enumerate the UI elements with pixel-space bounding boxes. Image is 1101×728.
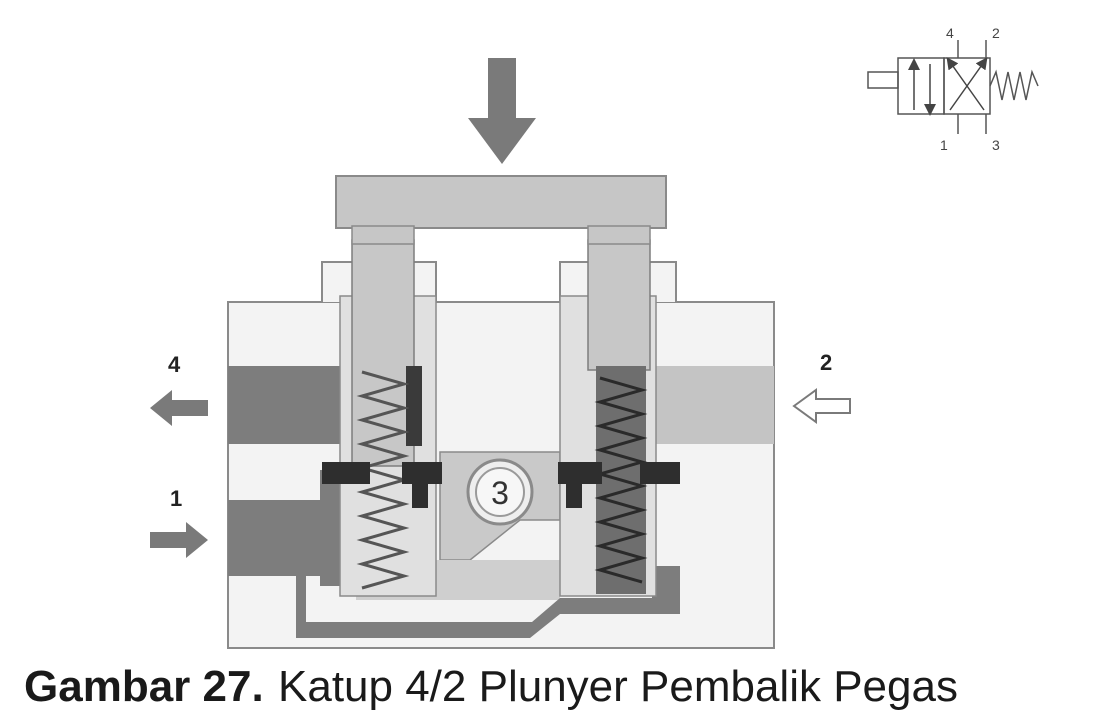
port-3-label: 3 <box>491 475 509 511</box>
figure-number: Gambar 27. <box>24 662 264 711</box>
port-4-arrow <box>150 390 208 426</box>
figure-title: Katup 4/2 Plunyer Pembalik Pegas <box>278 662 958 711</box>
actuator-bar <box>335 175 667 245</box>
port-4-label: 4 <box>168 352 181 377</box>
figure-caption: Gambar 27. Katup 4/2 Plunyer Pembalik Pe… <box>0 662 1101 718</box>
left-plunger <box>322 239 442 597</box>
symbol-port-1: 1 <box>940 137 948 153</box>
bottom-channel <box>296 566 680 638</box>
port-1-label: 1 <box>170 486 182 511</box>
valve-symbol: 4 2 1 3 <box>867 25 1039 153</box>
symbol-port-2: 2 <box>992 25 1000 41</box>
port-1-arrow <box>150 522 208 558</box>
symbol-port-3: 3 <box>992 137 1000 153</box>
actuation-arrow <box>468 58 536 164</box>
right-spring <box>594 376 648 584</box>
port-2-label: 2 <box>820 350 832 375</box>
right-plunger <box>558 239 680 597</box>
port-2-channel <box>652 366 774 444</box>
port-3-marker: 3 <box>466 458 534 526</box>
symbol-port-4: 4 <box>946 25 954 41</box>
port-4-channel <box>228 366 356 444</box>
port-2-arrow <box>792 388 851 424</box>
